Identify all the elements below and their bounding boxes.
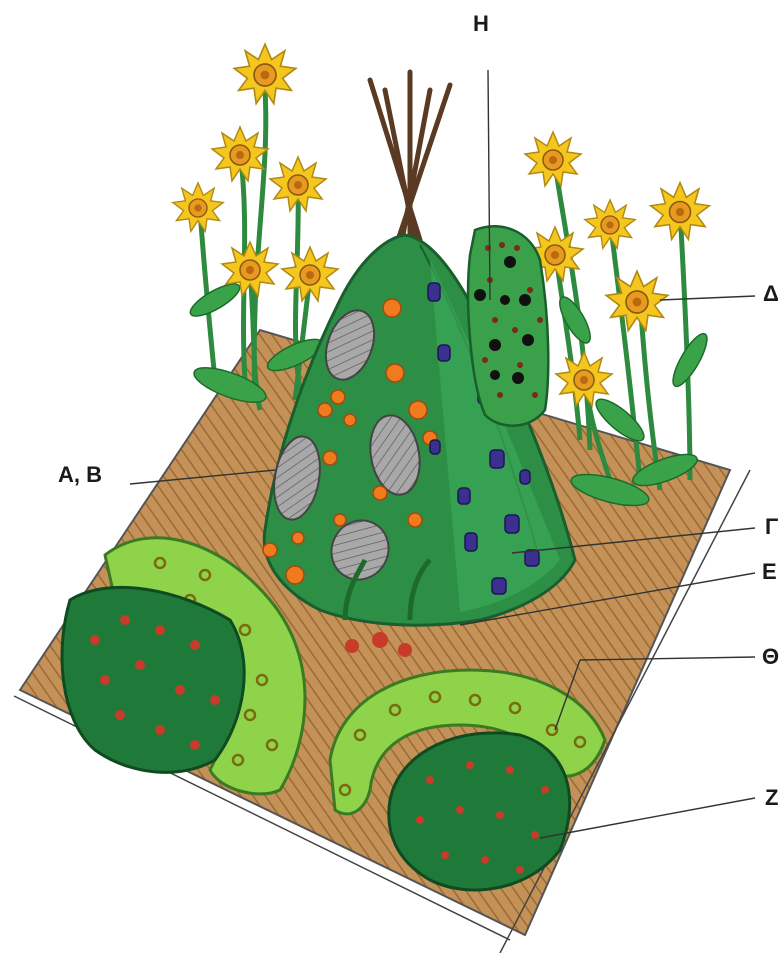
label-eta: Η <box>473 13 489 35</box>
label-delta: Δ <box>763 283 779 305</box>
label-gamma: Γ <box>765 516 778 538</box>
label-theta: Θ <box>762 646 779 668</box>
label-epsilon: Ε <box>762 561 777 583</box>
dark-shrub-right <box>389 733 570 890</box>
dark-shrub-left <box>62 587 244 772</box>
label-zeta: Ζ <box>765 787 778 809</box>
teepee-poles <box>370 72 450 240</box>
label-alpha-beta: Α, Β <box>58 464 102 486</box>
sunflower-group-left <box>173 44 338 301</box>
